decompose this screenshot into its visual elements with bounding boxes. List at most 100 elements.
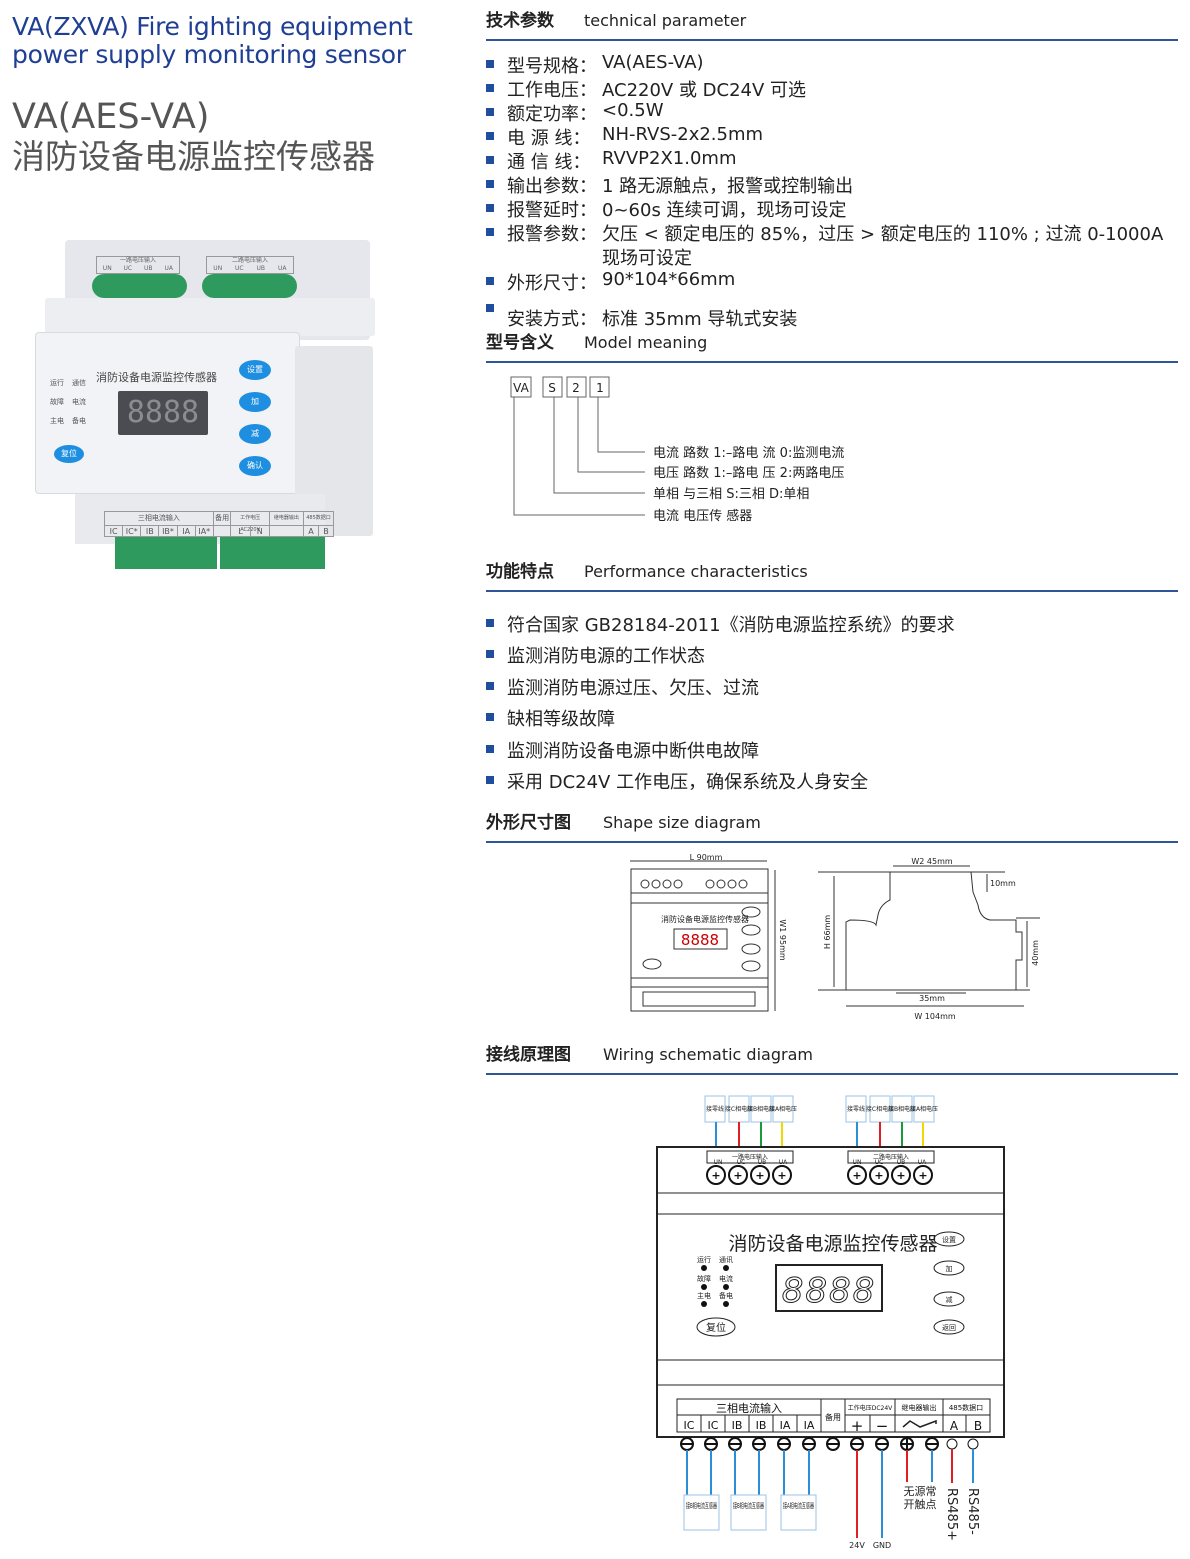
ct-label: 接A相电流互感器 [783,1501,814,1510]
terminal-label: UC [875,1159,884,1166]
photo-bottom-terminal-label: IA [178,526,196,536]
terminal-label: IC [708,1419,719,1432]
button-label-setup: 设置 [942,1235,956,1244]
section-heading-cn: 功能特点 [486,562,554,582]
svg-text:+: + [777,1169,786,1182]
terminal-label: UB [897,1159,906,1166]
dim-35: 35mm [919,994,945,1003]
wiring-top-wires [715,1122,924,1148]
model-meaning-diagram [510,376,645,516]
photo-label: 三相电流输入 [105,512,214,525]
photo-button: 减 [239,424,271,444]
front-display: 8888 [681,931,719,949]
photo-top-terminal-label: UB [256,265,265,272]
dry-contact-label: 无源常 [904,1484,937,1498]
button-label-minus: 减 [946,1295,953,1304]
terminal-label: UA [918,1159,927,1166]
terminal-label: − [876,1417,889,1435]
wiring-group-1: 一路电压输入 [732,1153,768,1161]
section-heading-cn: 技术参数 [486,11,554,31]
section-heading-cn: 型号含义 [486,333,554,353]
terminal-label: A [950,1419,959,1433]
terminal-label: B [974,1419,982,1433]
photo-top-terminal-label: UA [164,265,174,272]
photo-power-terminal-label: N [256,527,263,536]
terminal-label: UA [779,1159,788,1166]
code-desc: 电流 电压传 感器 [653,508,752,524]
section-heading-en: Wiring schematic diagram [603,1045,813,1064]
code-desc: 单相 与三相 S:三相 D:单相 [653,487,809,502]
section-heading-en: Model meaning [584,333,708,352]
code-desc: 电流 路数 1:–路电 流 0:监测电流 [653,445,844,461]
photo-top-terminal-label: UC [123,265,133,272]
code-1: 1 [596,381,604,395]
ct-label-boxes [683,1494,817,1531]
dim-L: L 90mm [690,853,723,862]
wiring-device-body [656,1146,1005,1438]
dim-W1: W1 95mm [778,919,787,961]
label-phase-b: 接B相电压 [747,1105,775,1113]
rs485-label: 485数据口 [949,1403,983,1412]
ct-labels: 接B相电流互感器 接B相电流互感器 接A相电流互感器 [686,1501,814,1510]
photo-bottom-terminal-label: IA* [198,527,211,536]
led-label: 通讯 [719,1255,733,1264]
section-shape-size: 外形尺寸图 Shape size diagram [486,813,1178,843]
code-s: S [548,381,556,395]
photo-bottom-terminal-label: IB* [159,526,178,536]
title-en-line1: VA(ZXVA) Fire ighting equipment [12,12,413,41]
terminal-label: UC [737,1159,746,1166]
relay-label: 继电器输出 [902,1403,937,1412]
photo-rs485-terminal-label: A [304,526,319,536]
photo-top-label-box-1: 一路电压输入 UN UC UB UA [96,256,180,274]
wiring-group-2: 二路电压输入 [873,1153,909,1161]
photo-group-1: 一路电压输入 [119,257,156,264]
photo-bottom-terminal-label: IC* [123,526,142,536]
label-phase-c: 接C相电压 [725,1105,753,1113]
code-box [566,376,587,398]
button-label-plus: 加 [946,1264,953,1273]
label-neutral: 接零线 [847,1105,865,1113]
photo-power-terminal-label: L [231,526,251,536]
svg-text:+: + [711,1169,720,1182]
rs485-plus-label: RS485+ [944,1488,959,1541]
dim-10: 10mm [990,879,1016,888]
code-box [542,376,563,398]
photo-button: 确认 [239,456,271,476]
photo-title: 消防设备电源监控传感器 [96,371,217,384]
photo-display: 8888 [118,391,208,435]
code-2: 2 [572,381,580,395]
photo-label: 备用 [214,512,232,525]
label-phase-a: 接A相电压 [910,1105,938,1113]
photo-label: 继电器输出 [270,512,304,525]
photo-led-label: 通信 [72,379,86,387]
shape-front-view [630,860,776,1012]
photo-reset-button: 复位 [54,445,84,463]
button-label-reset: 复位 [706,1321,726,1334]
label-gnd: GND [873,1541,891,1550]
code-box [589,376,610,398]
photo-led-label: 主电 [50,417,64,425]
photo-front-panel: 消防设备电源监控传感器 运行 通信 故障 电流 主电 备电 8888 复位 设置… [35,332,300,494]
ct-label: 接B相电流互感器 [686,1501,717,1510]
photo-terminals-2 [202,274,297,298]
shape-side-view [818,865,1040,1007]
led-label: 电流 [719,1274,733,1283]
terminal-label: IB [756,1419,767,1432]
led-label: 备电 [719,1291,733,1300]
photo-button: 设置 [239,360,271,380]
wiring-display: 8888 [782,1271,877,1311]
code-box [510,376,532,398]
photo-rs485-terminal-label: B [323,527,329,536]
relay-symbol [902,1419,937,1428]
photo-bottom-terminal-label: IB [141,526,160,536]
terminal-label: IA [804,1419,815,1432]
photo-bottom-terminals [220,537,325,569]
photo-led-label: 电流 [72,398,86,406]
code-desc: 电压 路数 1:–路电 压 2:两路电压 [653,465,844,481]
ct-label: 接B相电流互感器 [733,1501,764,1510]
product-photo: 一路电压输入 UN UC UB UA 二路电压输入 UN UC UB UA 消防… [30,236,390,576]
code-va: VA [513,381,529,395]
front-terminals [640,879,748,889]
label-phase-b: 接B相电压 [888,1105,916,1113]
